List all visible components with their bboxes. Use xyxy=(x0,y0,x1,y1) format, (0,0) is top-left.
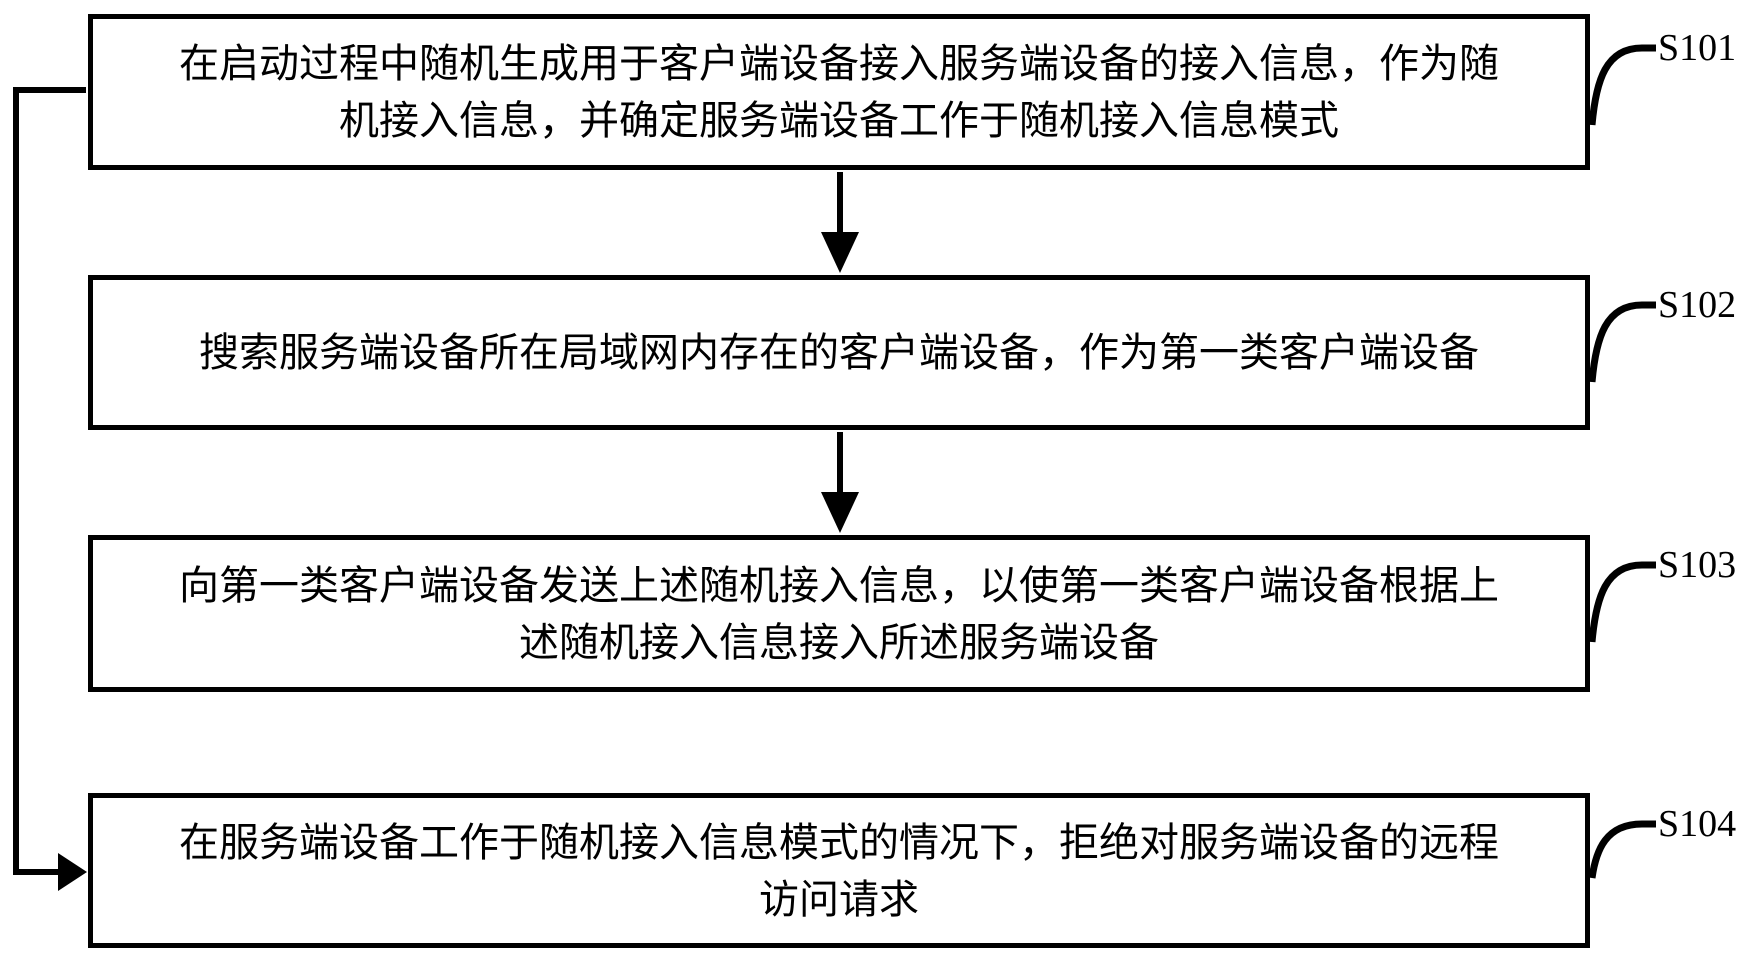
step-box-s102: 搜索服务端设备所在局域网内存在的客户端设备，作为第一类客户端设备 xyxy=(88,275,1590,430)
step-s101-text-line2: 机接入信息，并确定服务端设备工作于随机接入信息模式 xyxy=(339,98,1339,143)
step-box-s104: 在服务端设备工作于随机接入信息模式的情况下，拒绝对服务端设备的远程 访问请求 xyxy=(88,793,1590,948)
leader-line-s102 xyxy=(1588,301,1656,383)
step-box-s101: 在启动过程中随机生成用于客户端设备接入服务端设备的接入信息，作为随 机接入信息，… xyxy=(88,14,1590,170)
leader-line-s103 xyxy=(1588,561,1656,643)
step-s102-text-line1: 搜索服务端设备所在局域网内存在的客户端设备，作为第一类客户端设备 xyxy=(199,330,1479,375)
leader-line-s104 xyxy=(1588,820,1656,879)
step-s103-text-line1: 向第一类客户端设备发送上述随机接入信息，以使第一类客户端设备根据上 xyxy=(179,562,1499,608)
step-box-s103: 向第一类客户端设备发送上述随机接入信息，以使第一类客户端设备根据上 述随机接入信… xyxy=(88,535,1590,692)
step-s101-text-line1: 在启动过程中随机生成用于客户端设备接入服务端设备的接入信息，作为随 xyxy=(179,41,1499,86)
arrow-s102-to-s103 xyxy=(821,432,859,533)
step-label-s104: S104 xyxy=(1658,803,1737,845)
arrow-s101-to-s102 xyxy=(821,172,859,273)
step-s104-text-line2: 访问请求 xyxy=(759,876,919,922)
loopback-arrowhead xyxy=(58,853,87,891)
step-label-s102: S102 xyxy=(1658,284,1737,326)
step-label-s101: S101 xyxy=(1658,27,1737,69)
step-s103-text-line2: 述随机接入信息接入所述服务端设备 xyxy=(519,619,1159,665)
loopback-line-s101-to-s104 xyxy=(13,87,87,891)
step-label-s103: S103 xyxy=(1658,544,1737,586)
step-s104-text-line1: 在服务端设备工作于随机接入信息模式的情况下，拒绝对服务端设备的远程 xyxy=(179,819,1499,865)
leader-line-s101 xyxy=(1588,44,1656,126)
